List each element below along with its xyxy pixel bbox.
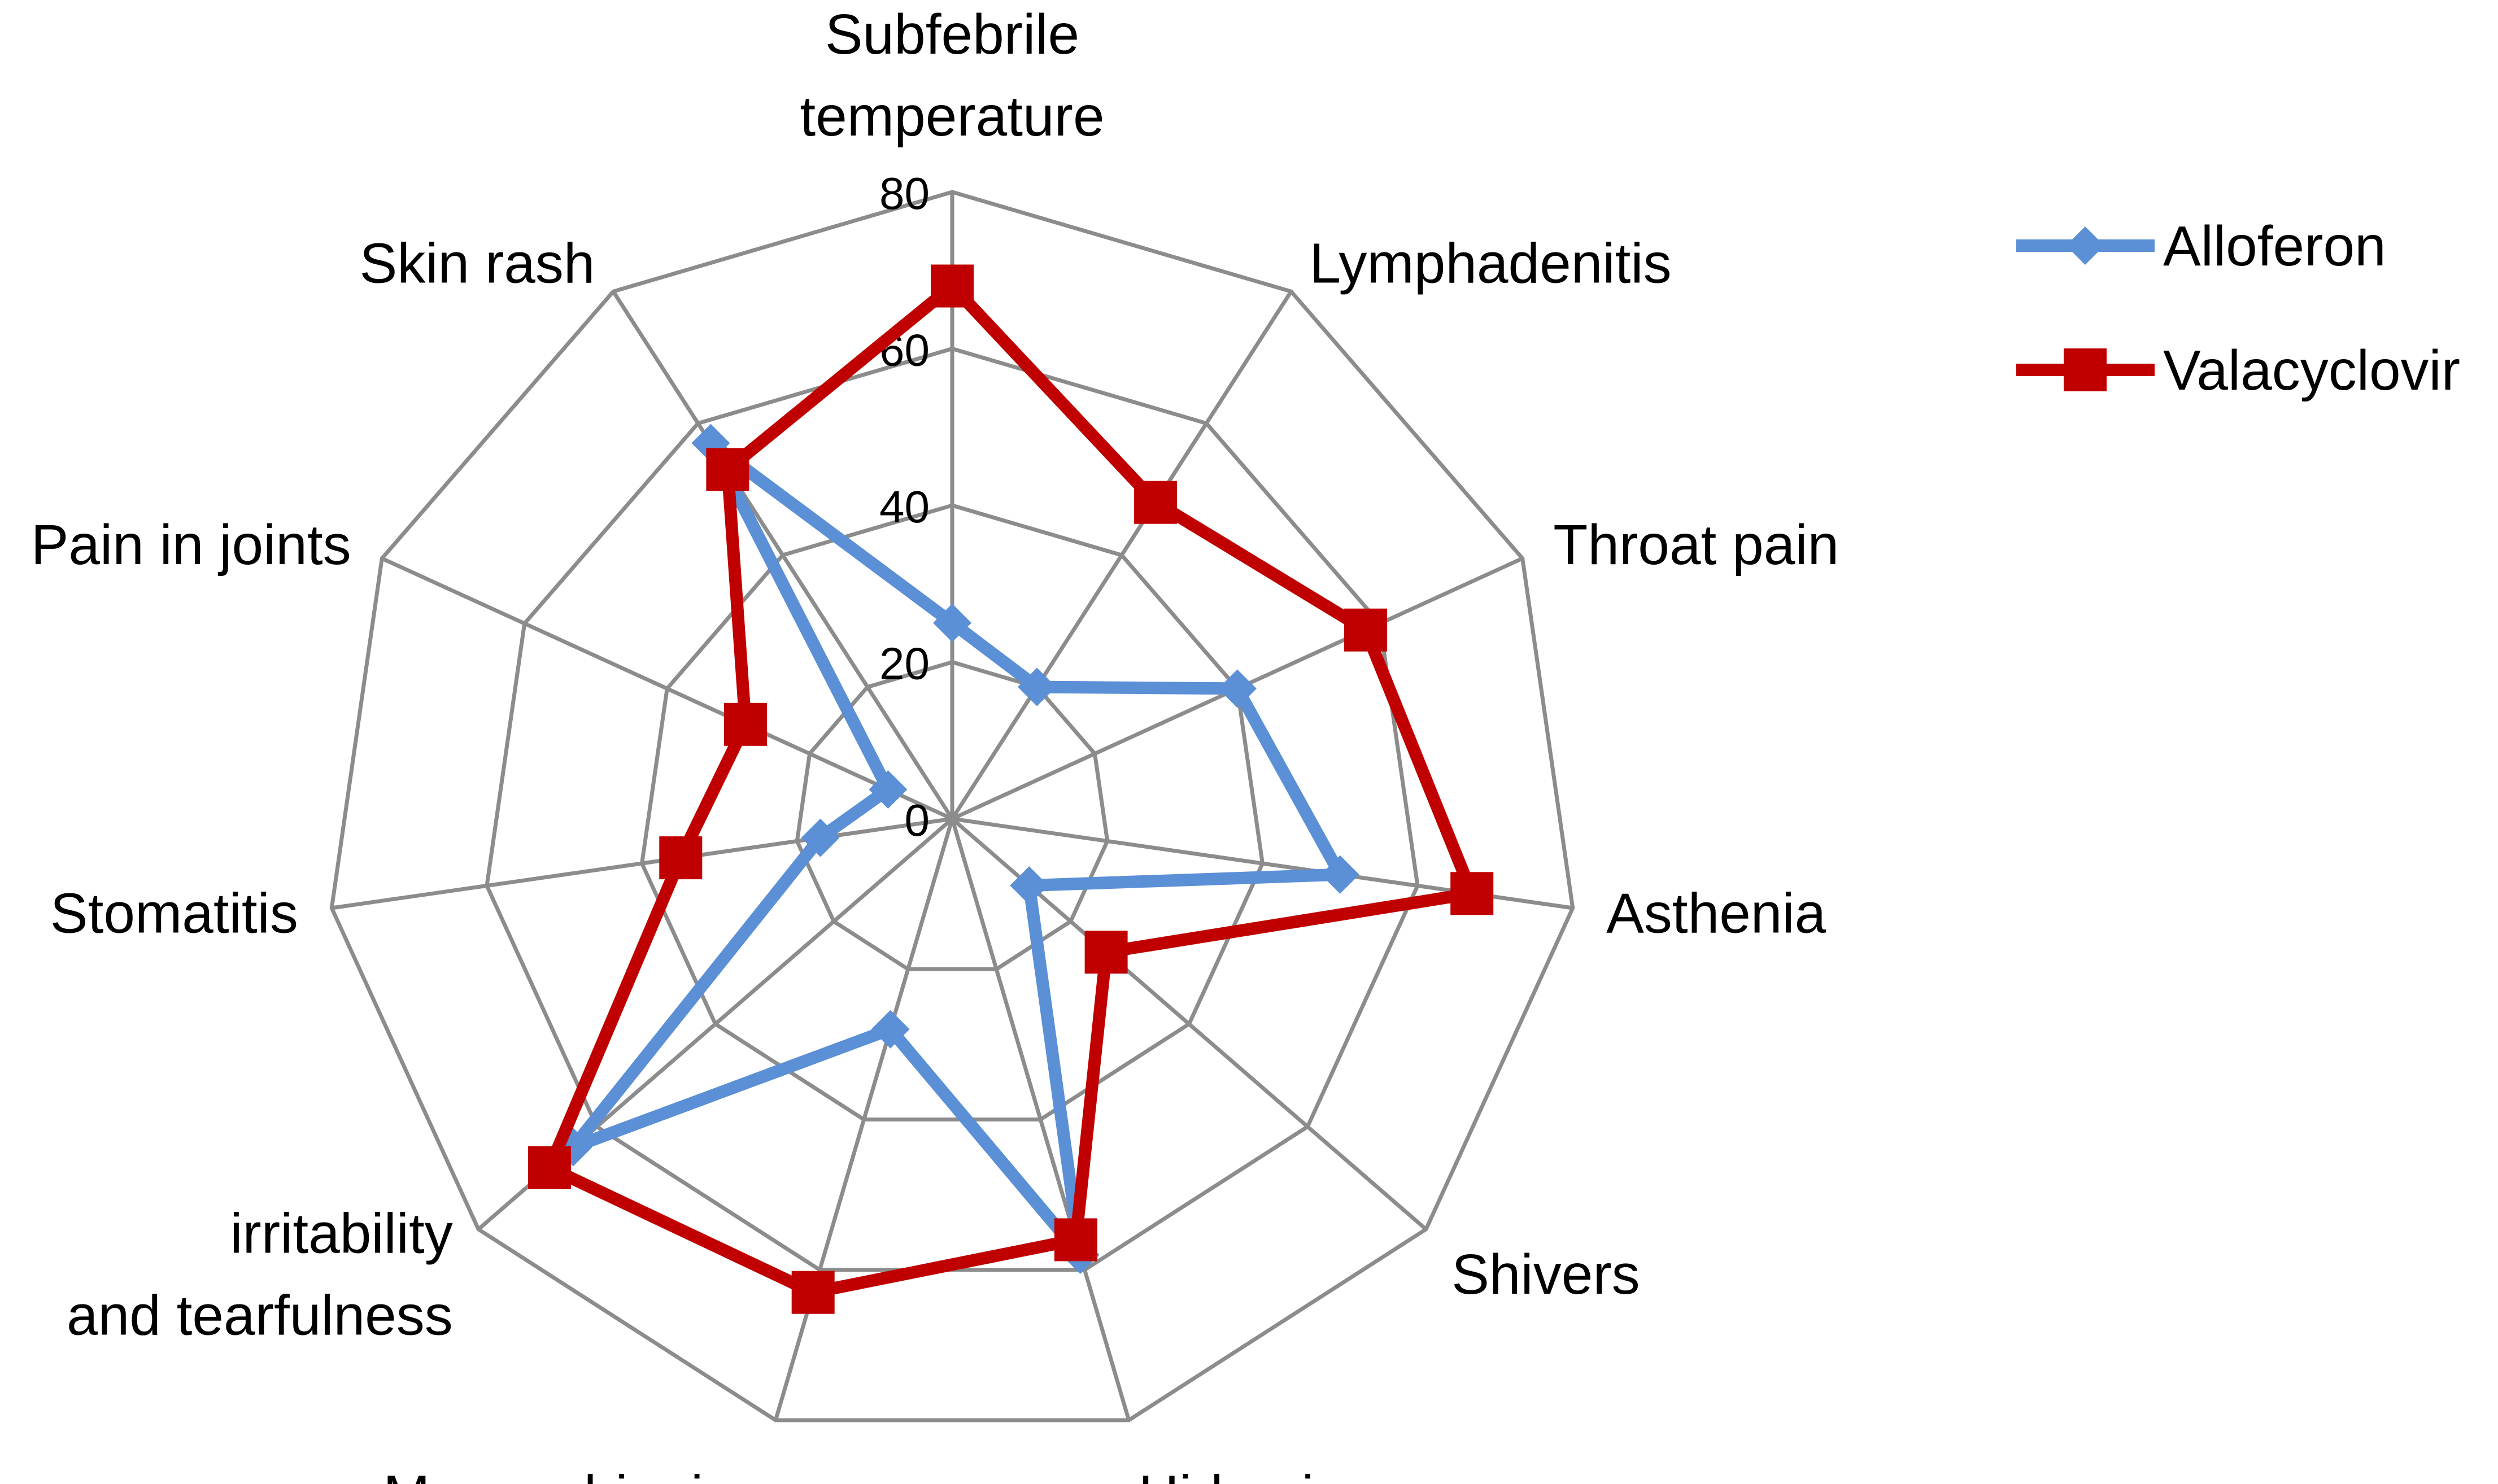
data-point [528, 1146, 571, 1189]
data-point [1134, 481, 1178, 524]
category-label: Stomatitis [50, 882, 298, 945]
data-point [1450, 872, 1494, 915]
category-label: and tearfulness [67, 1284, 453, 1347]
grid-spoke [951, 290, 1293, 820]
data-point [931, 264, 974, 308]
tick-label: 80 [879, 168, 930, 219]
category-label: Lymphadenitis [1310, 232, 1672, 295]
legend-label: Alloferon [2163, 215, 2386, 278]
category-label: Shivers [1451, 1243, 1640, 1306]
legend-label: Valacyclovir [2163, 339, 2460, 402]
category-label: Subfebrile [825, 3, 1079, 66]
category-labels: Subfebrile temperatureLymphadenitisThroat… [31, 3, 1839, 1484]
data-point [1218, 669, 1257, 708]
data-point [933, 604, 971, 643]
category-label: Asthenia [1606, 882, 1826, 945]
radar-grid [329, 190, 1575, 1422]
series-line [566, 437, 1346, 1262]
tick-label: 0 [905, 795, 930, 845]
legend-marker [2064, 348, 2107, 391]
tick-label: 40 [879, 482, 930, 532]
legend-marker [2066, 226, 2104, 265]
series-valacyclovir [528, 264, 1494, 1314]
data-point [1344, 608, 1387, 652]
category-label: Pain in joints [31, 513, 351, 577]
grid-spoke [331, 817, 953, 910]
tick-label: 20 [879, 639, 930, 689]
data-point [724, 702, 767, 746]
category-label: Throat pain [1553, 513, 1839, 577]
data-point [1320, 855, 1359, 894]
grid-ring [795, 660, 1110, 971]
grid-spoke [611, 290, 954, 820]
data-point [1010, 866, 1049, 905]
legend-item-alloferon: Alloferon [2016, 215, 2386, 278]
data-point [791, 1271, 835, 1314]
category-label: Mucus dripping [383, 1464, 766, 1484]
data-point [706, 448, 749, 491]
data-point [801, 818, 840, 857]
data-point [871, 1010, 910, 1049]
series-line [543, 280, 1479, 1299]
category-label: Skin rash [360, 232, 595, 295]
legend-item-valacyclovir: Valacyclovir [2016, 339, 2460, 402]
grid-ring [329, 190, 1575, 1422]
category-label: Hidrosis [1139, 1464, 1342, 1484]
grid-spoke [773, 818, 954, 1421]
grid-spoke [950, 818, 1131, 1421]
grid-spoke [381, 556, 953, 821]
data-point [659, 836, 703, 880]
series-layer [528, 264, 1494, 1314]
data-point [1018, 667, 1057, 706]
data-point [869, 770, 908, 809]
category-label: temperature [800, 85, 1104, 148]
grid-ring [639, 503, 1265, 1121]
data-point [1084, 931, 1128, 974]
category-label: irritability [230, 1202, 452, 1265]
data-point [1054, 1218, 1097, 1262]
